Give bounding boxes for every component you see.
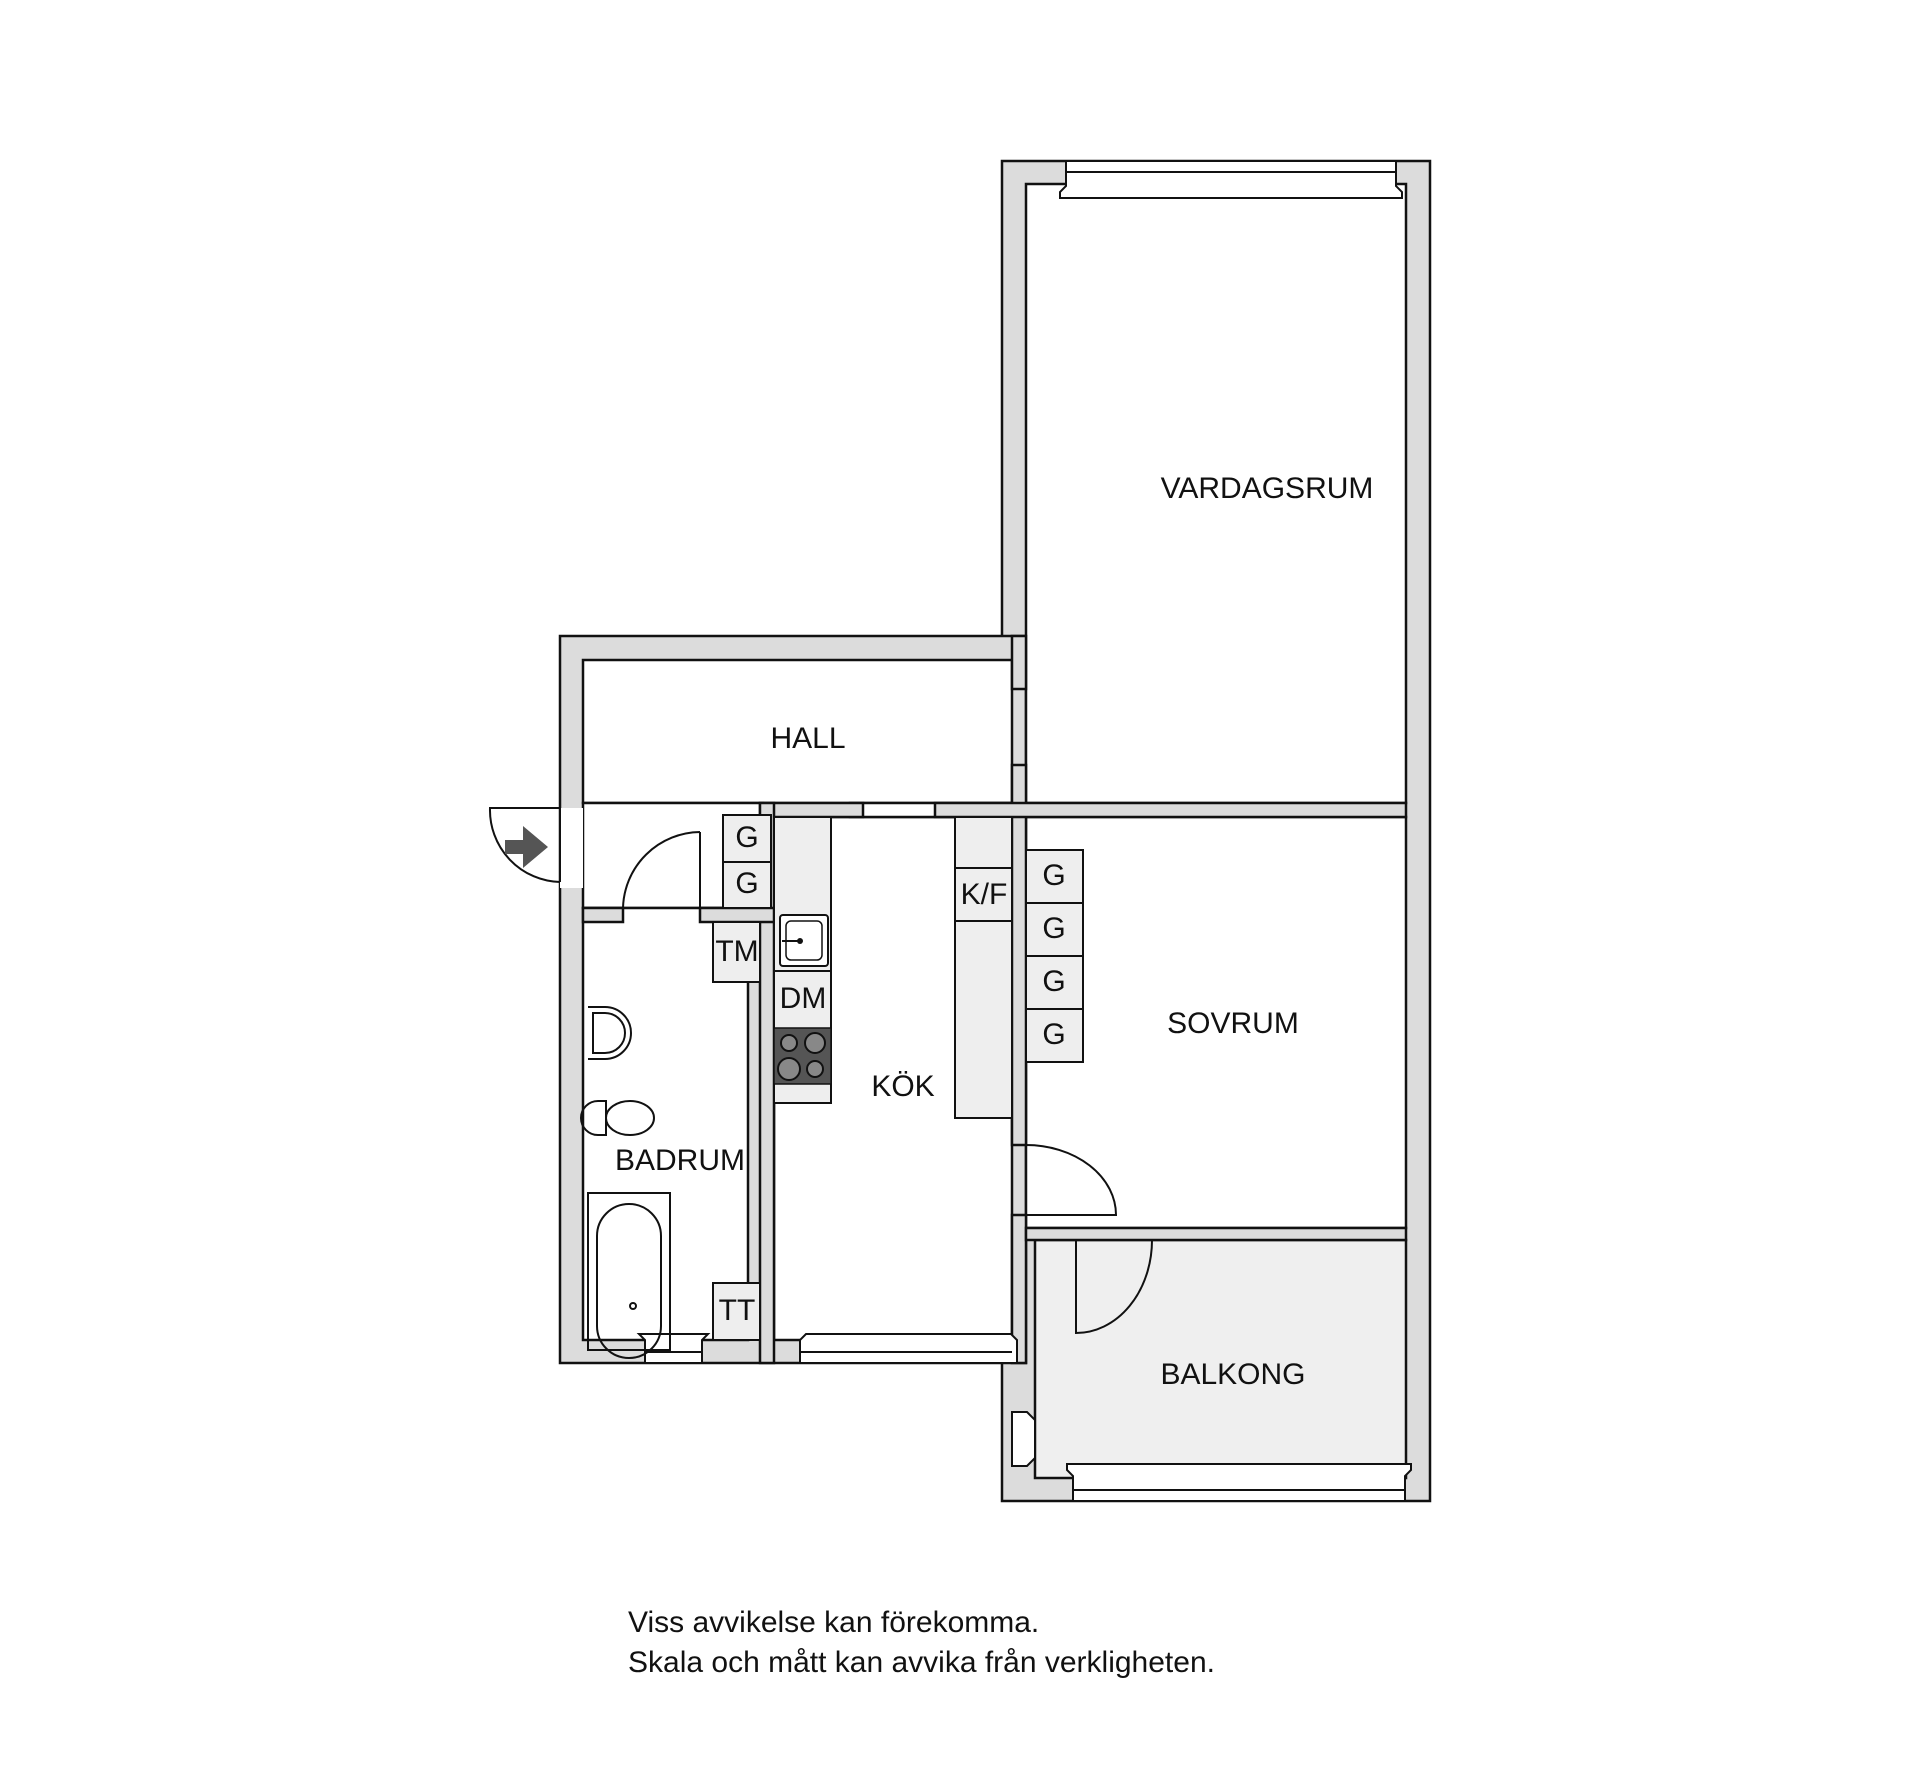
sovrum-floor [1024,815,1408,1230]
svg-text:G: G [1042,965,1065,998]
hall-floor [581,658,1014,805]
svg-text:G: G [1042,859,1065,892]
room-label-sovrum: SOVRUM [1167,1007,1299,1040]
toilet-icon [580,1100,655,1136]
tm-label: TM [715,935,758,968]
fridge-freezer: K/F [954,816,1013,1119]
bathroom-door[interactable] [622,831,701,909]
washbasin-icon [588,1006,632,1060]
disclaimer-line-2: Skala och mått kan avvika från verklighe… [628,1646,1215,1679]
washing-machine [712,921,761,983]
balkong-floor [1033,1238,1408,1480]
kitchen-counter: DM [773,816,832,1104]
svg-text:G: G [1042,912,1065,945]
kitchen-sink-icon [779,914,829,967]
tumble-dryer [712,1282,761,1341]
hall-wardrobe: G G [722,814,772,909]
stove-icon [773,1027,832,1085]
svg-text:G: G [735,821,758,854]
svg-text:G: G [1042,1018,1065,1051]
dm-label: DM [780,982,827,1015]
tt-label: TT [719,1294,756,1327]
svg-text:G: G [735,867,758,900]
bedroom-door[interactable] [1012,1144,1118,1216]
room-label-vardagsrum: VARDAGSRUM [1161,472,1374,505]
room-label-balkong: BALKONG [1160,1358,1305,1391]
room-label-hall: HALL [770,722,845,755]
disclaimer-line-1: Viss avvikelse kan förekomma. [628,1606,1040,1639]
bathtub-icon [587,1192,671,1359]
room-label-kok: KÖK [871,1070,934,1103]
bedroom-wardrobe: G G G G [1025,849,1084,1063]
svg-text:K/F: K/F [961,878,1008,911]
entrance-door[interactable] [488,807,561,883]
entrance-arrow-icon [505,826,548,868]
room-label-badrum: BADRUM [615,1144,745,1177]
balcony-door[interactable] [1075,1239,1153,1335]
